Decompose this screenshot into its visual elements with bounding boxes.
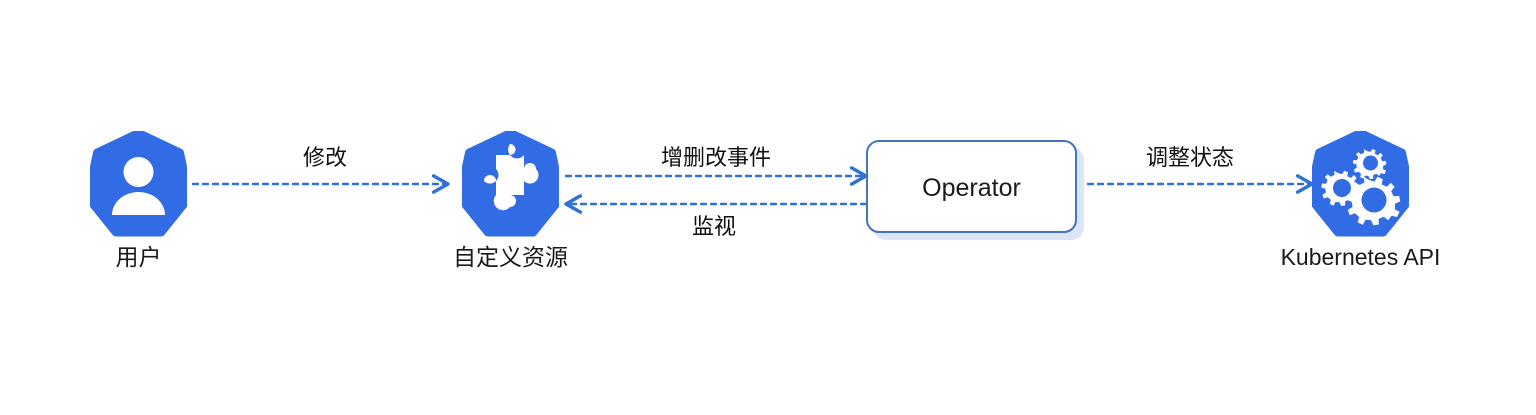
node-kubernetes-api-label: Kubernetes API — [1280, 244, 1441, 270]
node-user-label: 用户 — [115, 244, 162, 270]
gears-icon — [1321, 149, 1401, 226]
node-kubernetes-api[interactable]: Kubernetes API — [1281, 131, 1440, 270]
node-operator[interactable]: Operator — [866, 140, 1084, 240]
node-custom-resource-label: 自定义资源 — [453, 244, 568, 270]
operator-label: Operator — [922, 174, 1021, 202]
edge-label-user-to-custom-resource: 修改 — [302, 145, 348, 170]
edge-label-custom-resource-to-operator: 增删改事件 — [660, 145, 772, 170]
operator-box[interactable]: Operator — [866, 140, 1077, 233]
edge-label-operator-to-custom-resource: 监视 — [691, 214, 737, 239]
heptagon-shape — [90, 131, 187, 237]
node-custom-resource[interactable]: 自定义资源 — [453, 131, 568, 270]
edge-label-operator-to-kubernetes-api: 调整状态 — [1145, 145, 1235, 170]
heptagon-shape — [1312, 131, 1409, 237]
node-user[interactable]: 用户 — [90, 131, 187, 270]
heptagon-shape — [462, 131, 559, 237]
person-icon — [112, 157, 165, 215]
puzzle-piece-icon — [484, 144, 539, 211]
